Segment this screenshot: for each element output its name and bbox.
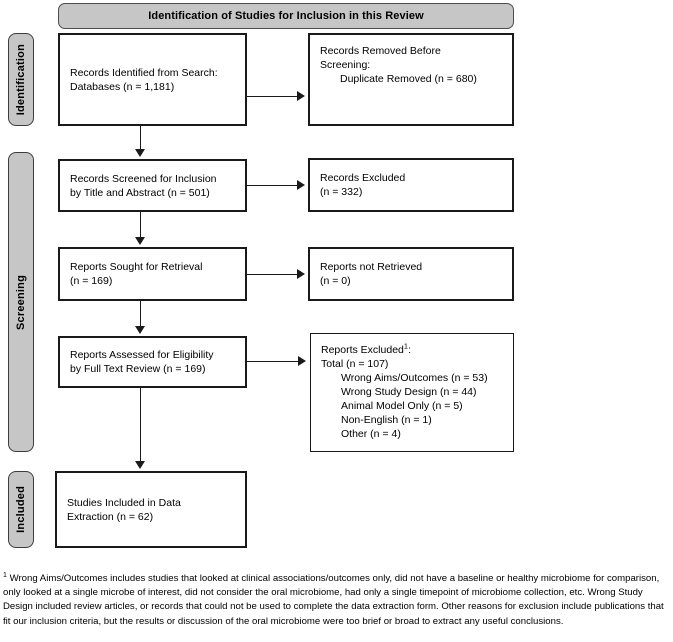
reports-excluded-heading-line: Reports Excluded1: — [321, 341, 503, 357]
box-reports-assessed-text: Reports Assessed for Eligibility by Full… — [70, 349, 214, 375]
reports-excluded-heading: Reports Excluded — [321, 344, 404, 356]
connector-screened-to-sought — [140, 212, 141, 238]
connector-assessed-to-reports-excluded — [247, 361, 298, 362]
box-records-excluded: Records Excluded (n = 332) — [308, 158, 514, 212]
footnote: 1 Wrong Aims/Outcomes includes studies t… — [3, 572, 669, 629]
box-records-identified: Records Identified from Search: Database… — [58, 33, 247, 126]
connector-sought-to-not-retrieved — [247, 274, 297, 275]
reports-excluded-reason: Wrong Study Design (n = 44) — [341, 386, 477, 398]
diagram-title: Identification of Studies for Inclusion … — [148, 10, 424, 22]
records-removed-line-1: Records Removed Before — [320, 45, 441, 57]
box-reports-excluded: Reports Excluded1: Total (n = 107) Wrong… — [310, 333, 514, 452]
box-records-removed: Records Removed Before Screening: Duplic… — [308, 33, 514, 126]
connector-screened-to-excluded — [247, 185, 297, 186]
box-studies-included: Studies Included in Data Extraction (n =… — [55, 471, 247, 548]
arrowhead-identified-to-removed — [297, 91, 305, 101]
records-removed-line-3: Duplicate Removed (n = 680) — [340, 73, 477, 85]
reports-excluded-total: Total (n = 107) — [321, 358, 389, 370]
stage-label-included-text: Included — [15, 486, 27, 533]
stage-label-identification-text: Identification — [15, 43, 27, 116]
stage-label-screening-text: Screening — [15, 274, 27, 330]
connector-identified-to-screened — [140, 126, 141, 151]
box-reports-sought-text: Reports Sought for Retrieval (n = 169) — [70, 261, 203, 287]
box-reports-sought: Reports Sought for Retrieval (n = 169) — [58, 247, 247, 301]
box-records-screened-text: Records Screened for Inclusion by Title … — [70, 172, 217, 199]
diagram-title-banner: Identification of Studies for Inclusion … — [58, 3, 514, 29]
arrowhead-identified-to-screened — [135, 149, 145, 157]
connector-identified-to-removed — [247, 96, 297, 97]
reports-excluded-colon: : — [408, 344, 411, 356]
arrowhead-assessed-to-included — [135, 461, 145, 469]
box-records-excluded-text: Records Excluded (n = 332) — [320, 172, 406, 198]
footnote-marker: 1 — [3, 571, 7, 579]
connector-assessed-to-included — [140, 388, 141, 462]
footnote-text: Wrong Aims/Outcomes includes studies tha… — [3, 573, 664, 627]
reports-excluded-reason: Non-English (n = 1) — [341, 414, 432, 426]
box-reports-not-retrieved: Reports not Retrieved (n = 0) — [308, 247, 514, 301]
box-studies-included-text: Studies Included in Data Extraction (n =… — [67, 496, 181, 523]
box-records-screened: Records Screened for Inclusion by Title … — [58, 159, 247, 212]
arrowhead-screened-to-sought — [135, 237, 145, 245]
reports-excluded-reason: Wrong Aims/Outcomes (n = 53) — [341, 372, 488, 384]
arrowhead-assessed-to-reports-excluded — [298, 356, 306, 366]
reports-excluded-reason: Other (n = 4) — [341, 428, 401, 440]
connector-sought-to-assessed — [140, 301, 141, 327]
stage-label-screening: Screening — [8, 152, 34, 452]
records-removed-line-2: Screening: — [320, 59, 371, 71]
stage-label-included: Included — [8, 471, 34, 548]
box-reports-excluded-text: Reports Excluded1: Total (n = 107) Wrong… — [321, 341, 503, 441]
reports-excluded-footnote-marker: 1 — [403, 341, 409, 351]
box-records-removed-text: Records Removed Before Screening: Duplic… — [320, 44, 477, 86]
box-records-identified-text: Records Identified from Search: Database… — [70, 66, 218, 93]
box-reports-assessed: Reports Assessed for Eligibility by Full… — [58, 336, 247, 388]
box-reports-not-retrieved-text: Reports not Retrieved (n = 0) — [320, 261, 423, 287]
arrowhead-screened-to-excluded — [297, 180, 305, 190]
reports-excluded-reason: Animal Model Only (n = 5) — [341, 400, 463, 412]
stage-label-identification: Identification — [8, 33, 34, 126]
arrowhead-sought-to-not-retrieved — [297, 269, 305, 279]
arrowhead-sought-to-assessed — [135, 326, 145, 334]
